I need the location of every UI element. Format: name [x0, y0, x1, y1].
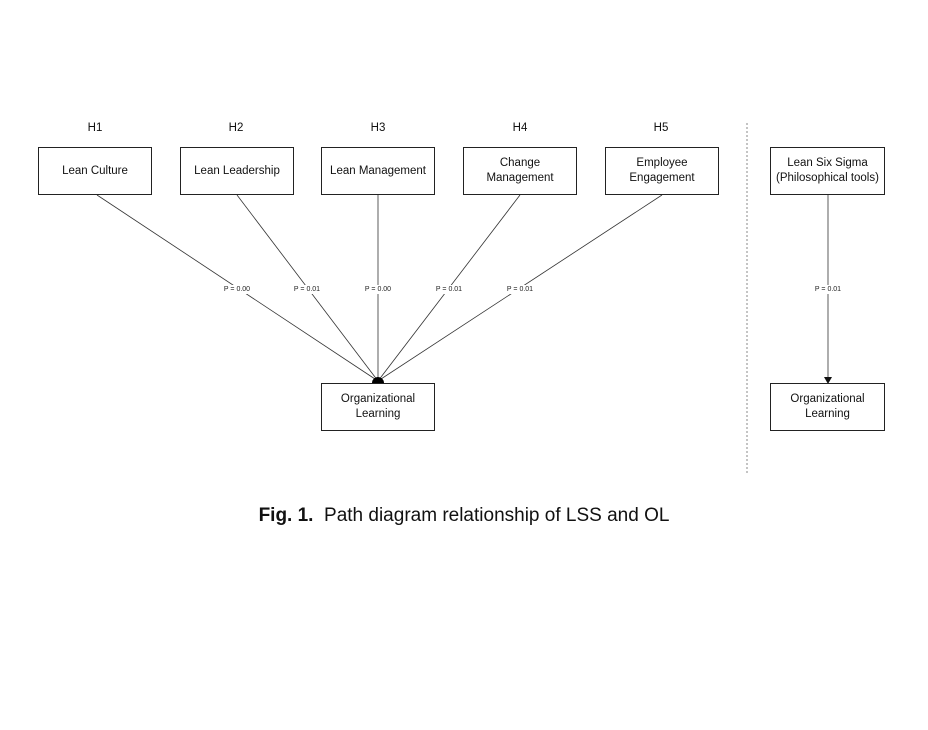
outcome-box-organizational-learning: Organizational Learning [321, 383, 435, 431]
lss-target-box: Organizational Learning [770, 383, 885, 431]
construct-box-employee-engagement: Employee Engagement [605, 147, 719, 195]
path-value-h2: P = 0.01 [282, 285, 332, 294]
figure-caption-text: Path diagram relationship of LSS and OL [324, 505, 670, 526]
convergence-node-icon [372, 377, 384, 383]
figure-caption-prefix: Fig. 1. [258, 505, 314, 526]
path-value-h5: P = 0.01 [495, 285, 545, 294]
construct-box-lean-leadership: Lean Leadership [180, 147, 294, 195]
hypothesis-label-h1: H1 [87, 122, 103, 134]
hypothesis-label-h3: H3 [370, 122, 386, 134]
lss-source-box: Lean Six Sigma (Philosophical tools) [770, 147, 885, 195]
hypothesis-label-h2: H2 [228, 122, 244, 134]
arrowhead-icon [824, 377, 832, 384]
lss-path-value: P = 0.01 [803, 285, 853, 294]
figure-caption: Fig. 1. Path diagram relationship of LSS… [0, 505, 928, 527]
path-value-h4: P = 0.01 [424, 285, 474, 294]
path-value-h3: P = 0.00 [353, 285, 403, 294]
hypothesis-label-h4: H4 [512, 122, 528, 134]
hypothesis-label-h5: H5 [653, 122, 669, 134]
construct-box-change-management: Change Management [463, 147, 577, 195]
construct-box-lean-management: Lean Management [321, 147, 435, 195]
construct-box-lean-culture: Lean Culture [38, 147, 152, 195]
path-value-h1: P = 0.00 [212, 285, 262, 294]
